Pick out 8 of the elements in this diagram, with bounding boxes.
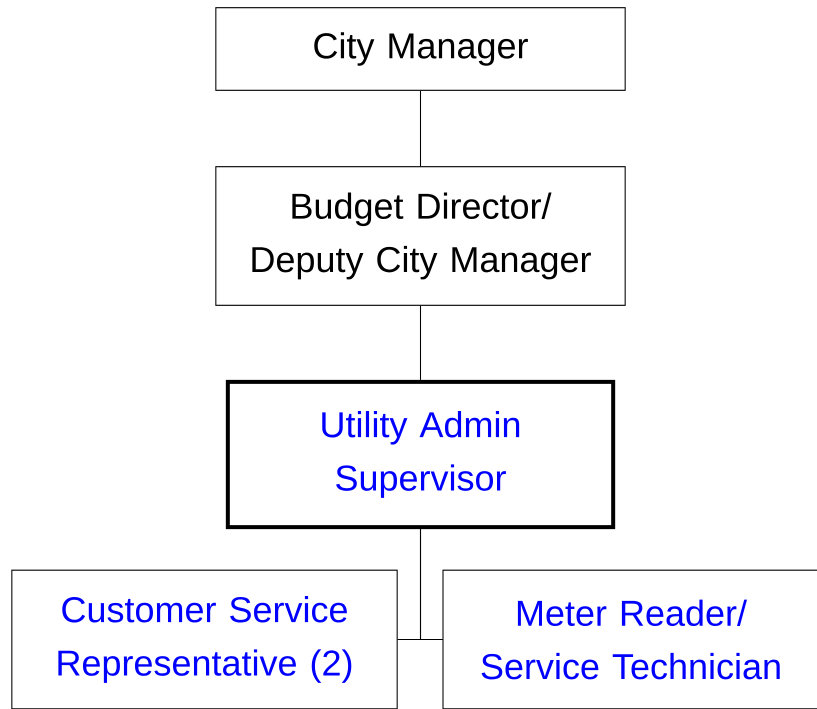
org-box: Utility Admin Supervisor [226, 380, 616, 530]
org-box: City Manager [215, 7, 626, 91]
org-box: Budget Director/ Deputy City Manager [215, 166, 626, 306]
org-box: Meter Reader/ Service Technician [442, 570, 817, 709]
org-box: Customer Service Representative (2) [11, 570, 398, 709]
connector-line [420, 90, 422, 166]
connector-line [420, 529, 442, 640]
connector-line [420, 306, 422, 380]
